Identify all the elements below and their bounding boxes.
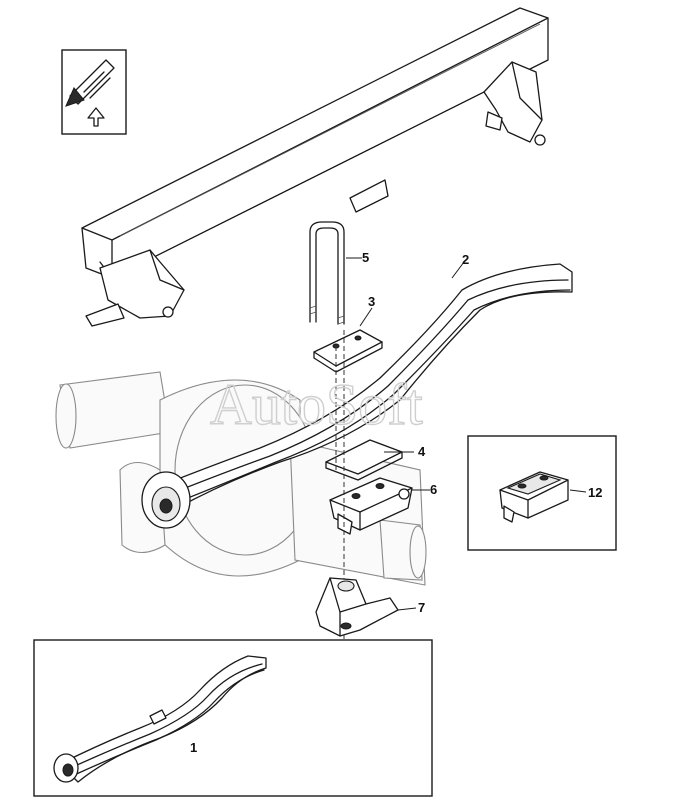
callout-7: 7: [418, 600, 425, 615]
inset-alternate-spring-seat: 12: [467, 435, 617, 551]
leaf-spring-assembly: [141, 263, 573, 529]
front-direction-arrow-icon: [61, 49, 127, 135]
inset-leaf-spring: 1: [33, 639, 433, 797]
watermark: AutoSoft: [210, 372, 423, 437]
callout-12: 12: [588, 485, 602, 500]
callout-3: 3: [368, 294, 375, 309]
spring-seat: [329, 477, 413, 535]
callout-1: 1: [190, 740, 197, 755]
callout-5: 5: [362, 250, 369, 265]
lower-clamp-plate: [315, 577, 399, 637]
callout-4: 4: [418, 444, 426, 459]
callout-6: 6: [430, 482, 437, 497]
callout-2: 2: [462, 252, 469, 267]
u-bolt-plate: [313, 329, 383, 373]
u-bolt: [309, 221, 345, 325]
frame-rail: [81, 7, 549, 327]
